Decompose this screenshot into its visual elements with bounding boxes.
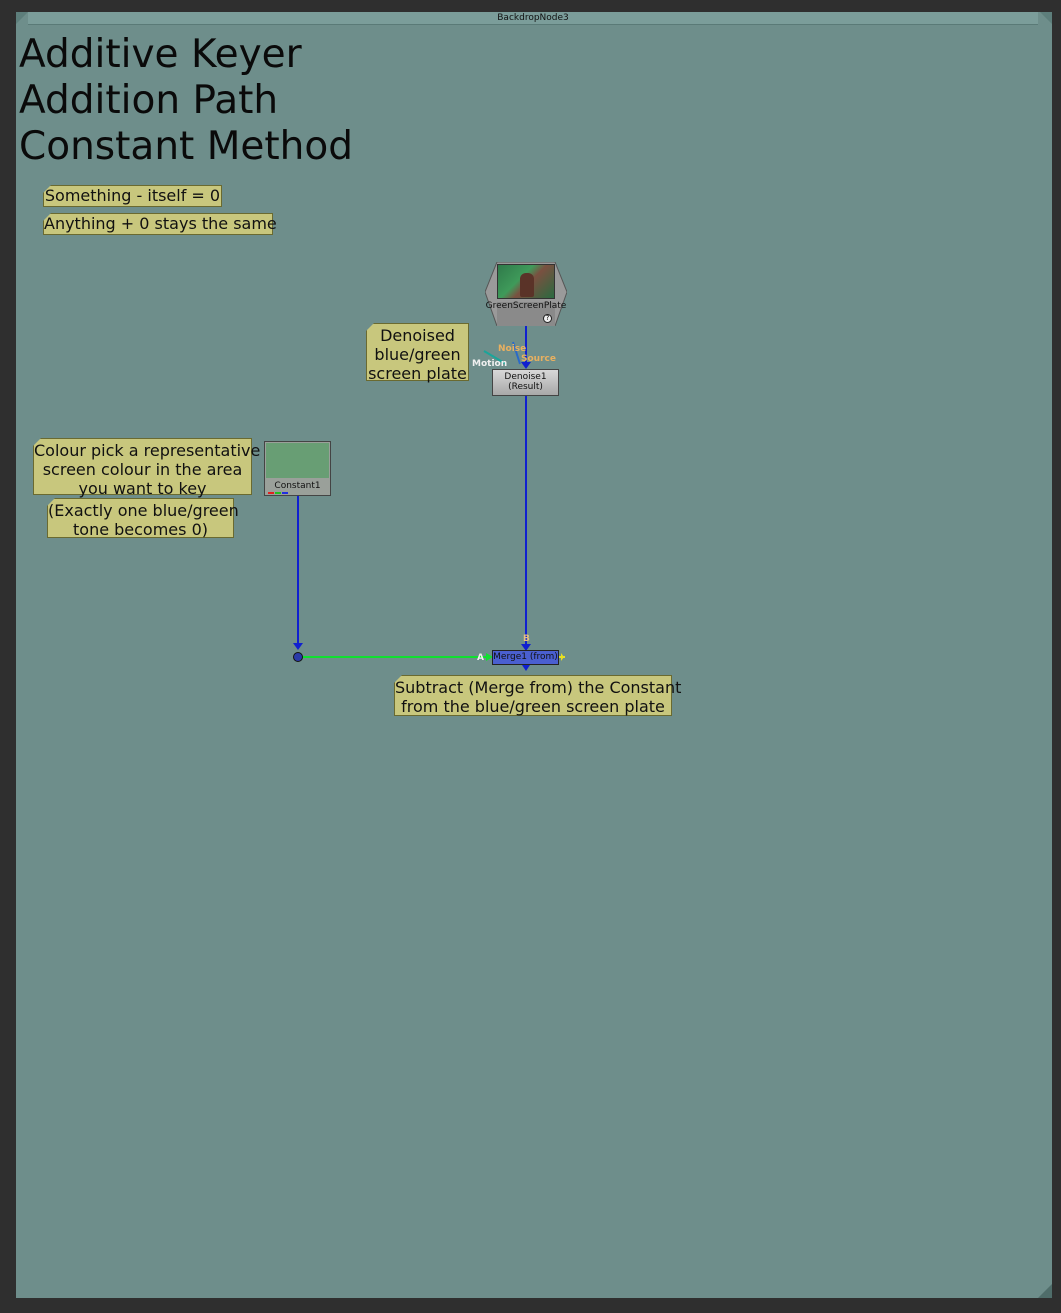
sticky-text: Subtract (Merge from) the Constant	[395, 678, 682, 697]
pin-noise-label: Noise	[498, 344, 527, 354]
sticky-text: blue/green	[374, 345, 461, 364]
sticky-text: tone becomes 0)	[73, 520, 208, 539]
motion-pipe-stub[interactable]	[483, 350, 507, 365]
sticky-text: screen colour in the area	[42, 460, 243, 479]
constant-swatch	[266, 443, 329, 478]
sticky-note-colour-pick[interactable]: Colour pick a representative screen colo…	[33, 438, 261, 498]
denoise-node[interactable]: Denoise1 (Result)	[492, 369, 559, 396]
backdrop-corner-right	[1040, 12, 1052, 24]
sticky-text: screen plate	[368, 364, 467, 383]
sticky-text: Colour pick a representative	[34, 441, 261, 460]
sticky-text: Something - itself = 0	[44, 186, 221, 205]
pin-a-label: A	[477, 653, 484, 663]
pin-source-label: Source	[521, 354, 556, 364]
sticky-note-rule2[interactable]: Anything + 0 stays the same	[43, 213, 277, 235]
merge-node[interactable]: Merge1 (from)	[492, 650, 559, 665]
read-node-label: GreenScreenPlate	[485, 301, 567, 311]
merge-output-arrow	[522, 665, 530, 671]
denoise-node-label: Denoise1	[504, 372, 547, 382]
sticky-note-exactly[interactable]: (Exactly one blue/green tone becomes 0)	[47, 498, 239, 539]
pin-b-label: B	[523, 634, 530, 644]
sticky-text: Anything + 0 stays the same	[44, 214, 277, 233]
channel-red-icon	[268, 492, 274, 494]
read-thumbnail	[497, 264, 555, 299]
backdrop-label: Additive Keyer Addition Path Constant Me…	[19, 32, 353, 170]
title-line-2: Addition Path	[19, 78, 279, 123]
backdrop-resize-handle[interactable]	[1038, 1284, 1052, 1298]
backdrop-node[interactable]: BackdropNode3 Additive Keyer Addition Pa…	[16, 12, 1052, 1298]
node-connections	[293, 323, 565, 671]
noise-pipe-stub[interactable]	[512, 341, 521, 365]
sticky-note-subtract[interactable]: Subtract (Merge from) the Constant from …	[394, 675, 682, 716]
pipe-arrow	[521, 362, 531, 369]
pin-motion-label: Motion	[472, 359, 508, 369]
proxy-icon: ?	[543, 314, 552, 323]
backdrop-corner-left	[16, 12, 28, 24]
thumbnail-figure	[520, 273, 534, 297]
read-node[interactable]: GreenScreenPlate ?	[485, 262, 567, 326]
sticky-note-denoised[interactable]: Denoised blue/green screen plate	[366, 323, 469, 383]
title-line-3: Constant Method	[19, 124, 353, 169]
sticky-text: from the blue/green screen plate	[401, 697, 665, 716]
title-line-1: Additive Keyer	[19, 32, 302, 77]
dot-node[interactable]	[293, 652, 303, 662]
pipe-arrow	[293, 643, 303, 650]
sticky-text: Denoised	[380, 326, 455, 345]
pipe-arrow	[486, 653, 493, 661]
sticky-text: you want to key	[78, 479, 207, 498]
pipe-arrow	[521, 644, 531, 651]
denoise-node-sublabel: (Result)	[508, 382, 543, 392]
channel-green-icon	[275, 492, 281, 494]
channel-blue-icon	[282, 492, 288, 494]
sticky-text: (Exactly one blue/green	[48, 501, 239, 520]
constant-node-label: Constant1	[274, 481, 321, 491]
backdrop-title[interactable]: BackdropNode3	[28, 12, 1038, 25]
merge-node-label: Merge1 (from)	[493, 652, 558, 662]
sticky-note-rule1[interactable]: Something - itself = 0	[43, 185, 222, 207]
constant-node[interactable]: Constant1	[264, 441, 331, 496]
